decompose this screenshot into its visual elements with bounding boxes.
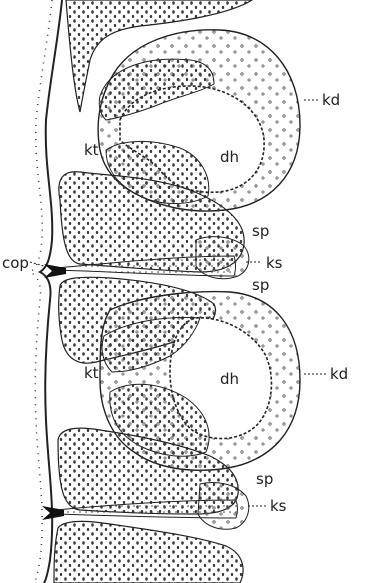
outer-epithelium: [40, 0, 62, 583]
cop-mark-upper: [44, 264, 66, 278]
label-kt-lower: kt: [84, 364, 99, 382]
label-kt-upper: kt: [84, 141, 99, 159]
label-ks-upper: ks: [266, 254, 283, 272]
label-dh-lower: dh: [220, 370, 239, 388]
label-dh-upper: dh: [220, 148, 239, 166]
label-ks-lower: ks: [270, 497, 287, 515]
label-kd-lower: kd: [330, 365, 348, 383]
cop-mark-lower: [42, 506, 64, 520]
label-sp-1: sp: [252, 222, 269, 240]
label-sp-2: sp: [252, 276, 269, 294]
label-sp-3: sp: [256, 470, 273, 488]
outer-epithelium-dots: [30, 0, 52, 583]
label-cop: cop: [2, 254, 29, 272]
lower-ks-tip: [198, 483, 249, 530]
bottom-lobe: [54, 521, 243, 583]
label-kd-upper: kd: [322, 91, 340, 109]
